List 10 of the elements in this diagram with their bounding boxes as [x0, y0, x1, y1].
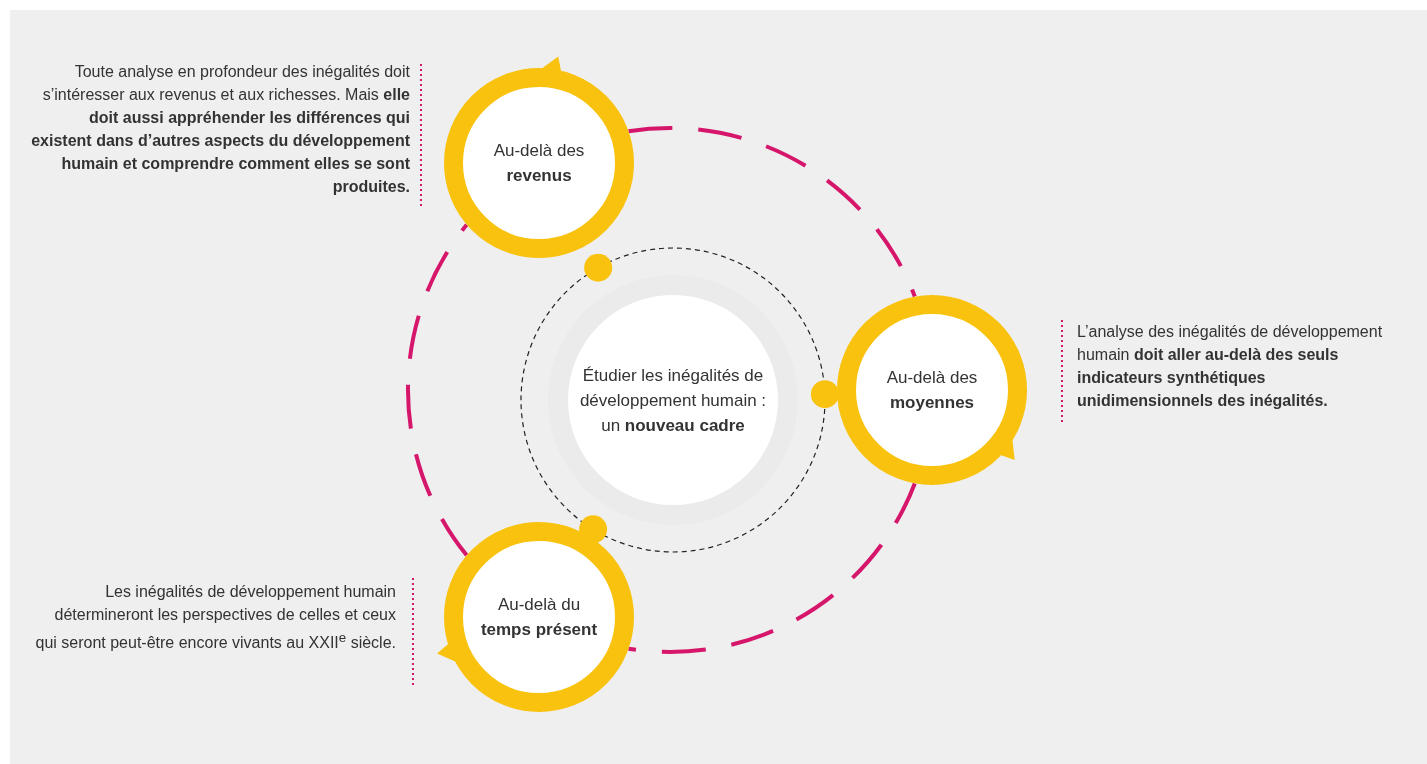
- annotation-text: Les inégalités de développement humain détermineront les perspectives de celles et ceux qui seront peut-être encore vivants au XXII$^{e}$ siècle.: [34, 582, 396, 654]
- circle-label: Au-delà du temps présent: [479, 593, 599, 641]
- circle-label: Étudier les inégalités de développement humain : un nouveau cadre: [578, 364, 768, 437]
- circle-label: Au-delà des moyennes: [885, 367, 979, 414]
- annotation-text: L’analyse des inégalités de développement humain doit aller au-delà des seuls indicateurs synthétiques unidimensionnels des inégalités.: [1077, 322, 1384, 411]
- connector-arc: [406, 223, 469, 557]
- circle-label: Au-delà des revenus: [492, 140, 586, 188]
- annotation-text: Toute analyse en profondeur des inégalités doit s’intéresser aux revenus et aux richesses. Mais elle doit aussi appréhender les différences qui existent dans d’autres aspects du développement humain et comprendre comment elles se sont produites.: [30, 62, 410, 197]
- connector-arc: [628, 482, 917, 654]
- connector-arc: [628, 126, 917, 298]
